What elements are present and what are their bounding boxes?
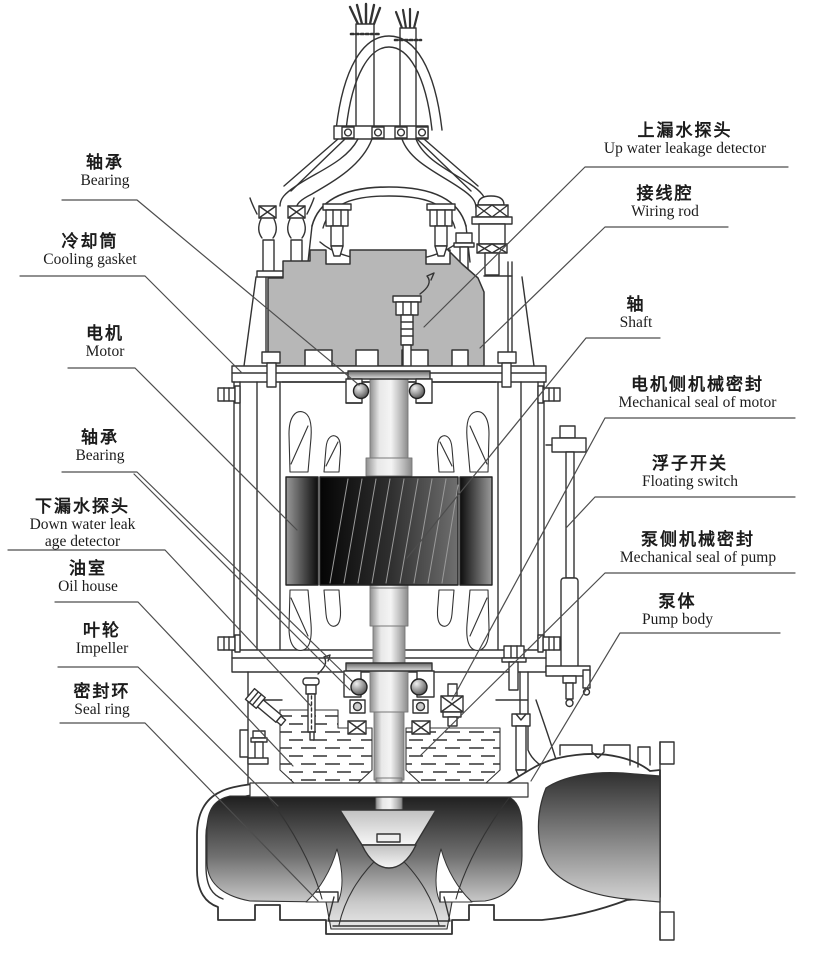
cable-right [393, 7, 423, 128]
label-oil-house: 油室 Oil house [58, 559, 118, 596]
label-bearing-top-en: Bearing [80, 172, 130, 190]
flange-bolt-right [497, 351, 517, 388]
discharge-outlet [537, 772, 661, 903]
oil-housing [239, 671, 558, 785]
label-down-leak: 下漏水探头 Down water leak age detector [29, 497, 136, 551]
handle-bolts [341, 126, 429, 139]
suction-inlet [327, 896, 451, 927]
volute-wedge-left [305, 848, 343, 903]
side-bolt-top-right [537, 385, 561, 404]
up-leak-detector [392, 272, 435, 368]
label-bearing-top-cn: 轴承 [86, 153, 124, 172]
rotor [319, 476, 459, 586]
mechanical-seal-motor-part [347, 720, 431, 735]
seal-ring-steps [315, 891, 463, 903]
cable-left [348, 2, 382, 128]
stator-right [459, 476, 493, 586]
side-bolt-top-left [217, 385, 241, 404]
upper-bearing [345, 370, 433, 404]
label-shaft: 轴 Shaft [619, 295, 653, 332]
label-cooling-gasket: 冷却筒 Cooling gasket [43, 232, 137, 269]
down-leak-detector [302, 654, 331, 741]
oil-house-bolt-left [247, 730, 269, 765]
cable-clamp-left [249, 197, 315, 278]
label-motor: 电机 Motor [85, 324, 125, 361]
cover-bolt-left [322, 203, 352, 257]
oil-house-bolt-right [501, 645, 527, 691]
label-pump-body: 泵体 Pump body [641, 592, 714, 629]
label-up-leak: 上漏水探头 Up water leakage detector [603, 121, 767, 158]
label-wiring-rod: 接线腔 Wiring rod [631, 184, 699, 221]
lifting-handle [283, 35, 479, 192]
power-cables [279, 2, 487, 211]
cover-bolt-right [426, 203, 456, 257]
wiring-chamber [267, 249, 485, 367]
side-bolt-bottom-right [537, 634, 561, 653]
side-bolt-bottom-left [217, 634, 241, 653]
cable-conduits [279, 138, 487, 211]
label-bearing-lower: 轴承 Bearing [75, 428, 125, 465]
flange-bolt-left [261, 351, 281, 388]
cable-gland-right [471, 195, 513, 276]
oil-housing-flange [249, 782, 529, 798]
seal-cartridge [440, 683, 464, 727]
label-seal-motor: 电机侧机械密封 Mechanical seal of motor [618, 375, 777, 412]
label-seal-pump: 泵侧机械密封 Mechanical seal of pump [619, 530, 777, 567]
float-switch-rod [545, 425, 591, 708]
volute-wedge-right [435, 848, 473, 903]
stator-left [285, 476, 319, 586]
leader-lines [7, 166, 796, 902]
label-seal-ring: 密封环 Seal ring [73, 682, 131, 719]
label-floating-switch: 浮子开关 Floating switch [641, 454, 738, 491]
label-impeller: 叶轮 Impeller [75, 621, 129, 658]
drain-plug-angled [244, 687, 287, 727]
label-bearing-top: 轴承 Bearing [40, 153, 170, 189]
